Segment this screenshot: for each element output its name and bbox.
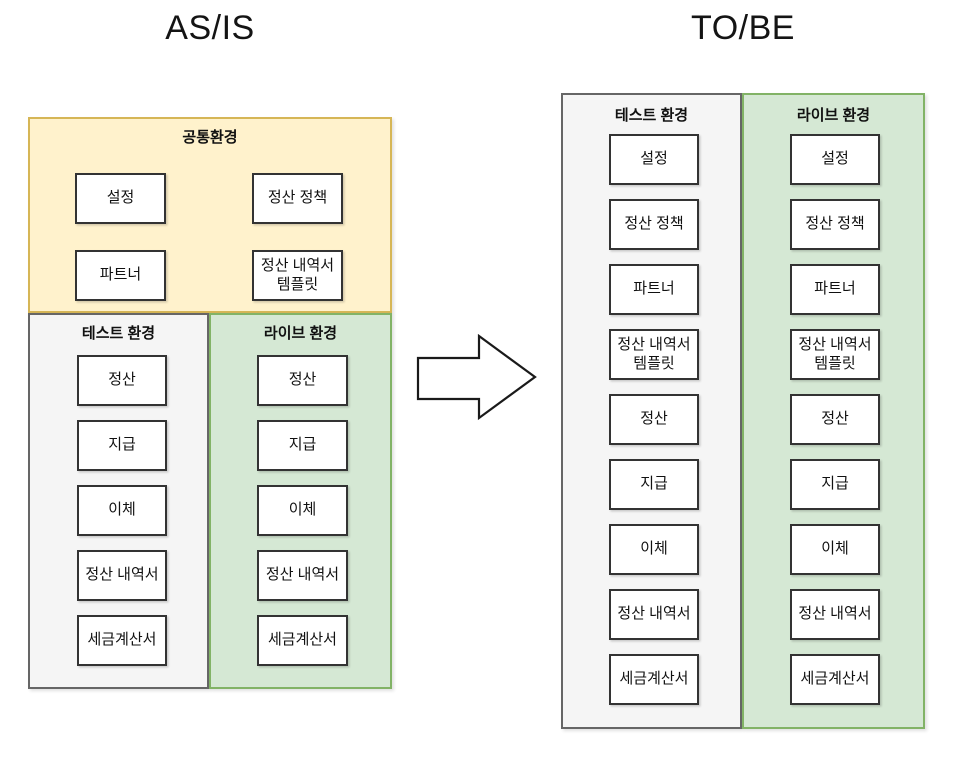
node-tax-invoice: 세금계산서: [609, 654, 699, 705]
right-block-arrow-icon: [416, 334, 537, 421]
to-be-test-env-label: 테스트 환경: [614, 107, 689, 124]
as-is-live-env-section: 라이브 환경 정산 지급 이체 정산 내역서 세금계산서: [209, 313, 392, 689]
node-settlement-statement: 정산 내역서: [257, 550, 348, 601]
as-is-test-env-label: 테스트 환경: [81, 325, 156, 342]
node-settlement: 정산: [609, 394, 699, 445]
to-be-diagram: 테스트 환경 설정 정산 정책 파트너 정산 내역서 템플릿 정산 지급 이체 …: [561, 93, 925, 729]
node-settlement-statement-template: 정산 내역서 템플릿: [252, 250, 343, 301]
as-is-diagram: 공통환경 설정 정산 정책 파트너 정산 내역서 템플릿 테스트 환경 정산 지…: [28, 117, 392, 689]
node-tax-invoice: 세금계산서: [790, 654, 880, 705]
node-tax-invoice: 세금계산서: [257, 615, 348, 666]
as-is-live-env-label: 라이브 환경: [263, 325, 338, 342]
node-settlement-statement-template: 정산 내역서 템플릿: [609, 329, 699, 380]
node-payout: 지급: [77, 420, 167, 471]
node-settings: 설정: [609, 134, 699, 185]
to-be-title: TO/BE: [691, 9, 795, 47]
as-is-test-env-section: 테스트 환경 정산 지급 이체 정산 내역서 세금계산서: [28, 313, 209, 689]
node-payout: 지급: [790, 459, 880, 510]
to-be-test-env-section: 테스트 환경 설정 정산 정책 파트너 정산 내역서 템플릿 정산 지급 이체 …: [561, 93, 742, 729]
node-settlement: 정산: [77, 355, 167, 406]
node-settlement-statement: 정산 내역서: [790, 589, 880, 640]
node-payout: 지급: [609, 459, 699, 510]
node-partner: 파트너: [790, 264, 880, 315]
node-settings: 설정: [75, 173, 166, 224]
node-tax-invoice: 세금계산서: [77, 615, 167, 666]
node-settlement-policy: 정산 정책: [609, 199, 699, 250]
node-settlement-statement: 정산 내역서: [609, 589, 699, 640]
node-partner: 파트너: [609, 264, 699, 315]
to-be-live-env-section: 라이브 환경 설정 정산 정책 파트너 정산 내역서 템플릿 정산 지급 이체 …: [742, 93, 925, 729]
as-is-common-env-section: 공통환경 설정 정산 정책 파트너 정산 내역서 템플릿: [28, 117, 392, 313]
node-settlement-policy: 정산 정책: [790, 199, 880, 250]
node-settlement: 정산: [790, 394, 880, 445]
node-settlement-statement: 정산 내역서: [77, 550, 167, 601]
as-is-common-env-label: 공통환경: [182, 129, 238, 146]
node-partner: 파트너: [75, 250, 166, 301]
as-is-title: AS/IS: [165, 9, 255, 47]
node-settings: 설정: [790, 134, 880, 185]
node-payout: 지급: [257, 420, 348, 471]
to-be-live-env-label: 라이브 환경: [796, 107, 871, 124]
node-transfer: 이체: [77, 485, 167, 536]
node-settlement-statement-template: 정산 내역서 템플릿: [790, 329, 880, 380]
node-transfer: 이체: [790, 524, 880, 575]
node-transfer: 이체: [609, 524, 699, 575]
node-settlement-policy: 정산 정책: [252, 173, 343, 224]
node-transfer: 이체: [257, 485, 348, 536]
node-settlement: 정산: [257, 355, 348, 406]
